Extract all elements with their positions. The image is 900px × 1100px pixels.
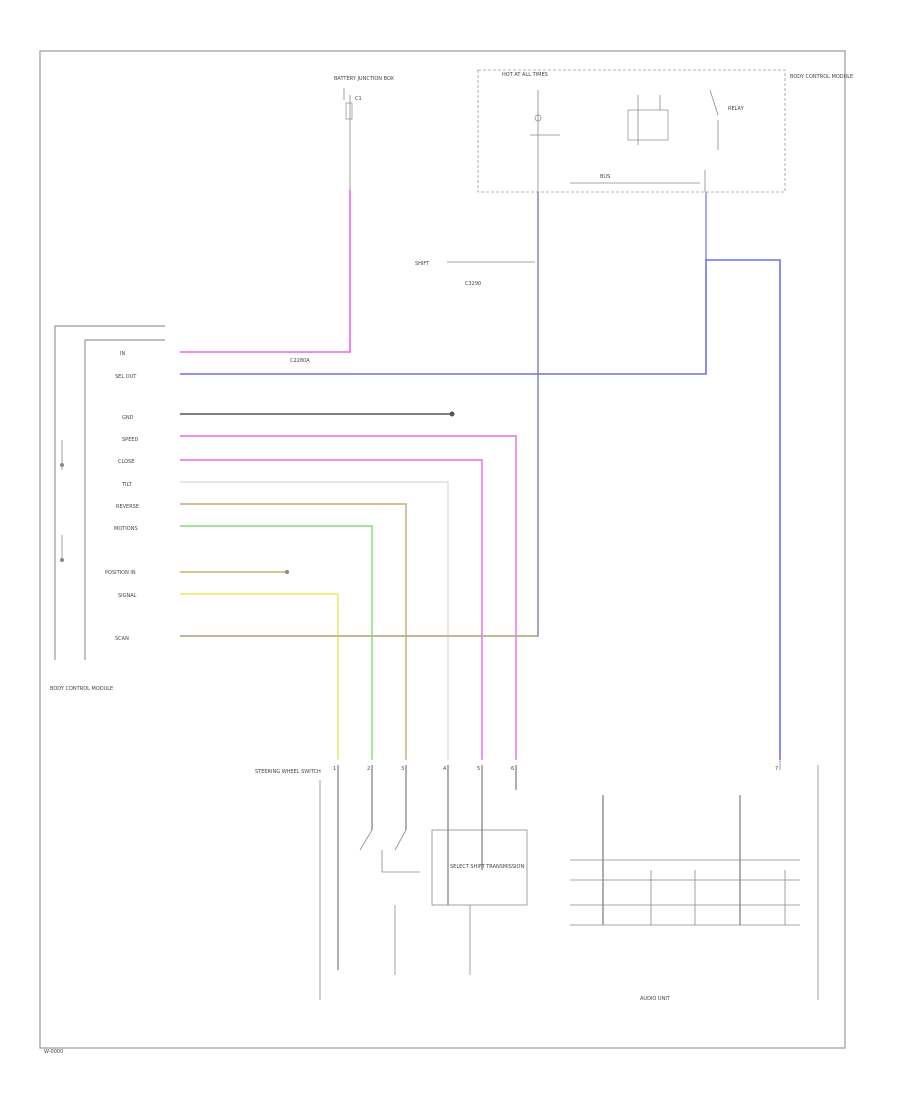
internal-bus-label: BUS xyxy=(600,174,610,180)
left-module-label: BODY CONTROL MODULE xyxy=(50,686,113,692)
svg-text:6: 6 xyxy=(511,766,514,772)
switch-icon xyxy=(60,463,64,467)
steering-switch-label: STEERING WHEEL SWITCH xyxy=(255,769,321,775)
wire-yellow-signal xyxy=(180,593,339,760)
module-a-title: HOT AT ALL TIMES xyxy=(502,72,548,78)
svg-text:2: 2 xyxy=(367,766,370,772)
left-module: BODY CONTROL MODULE xyxy=(50,325,165,692)
svg-text:SPEED: SPEED xyxy=(122,437,139,443)
wire-white-tilt xyxy=(180,481,449,760)
select-module-label: SELECT SHIFT TRANSMISSION xyxy=(450,864,524,870)
bottom-connector-pins: 1 2 3 4 5 6 7 xyxy=(333,766,778,772)
ground-icon xyxy=(60,558,64,562)
svg-text:4: 4 xyxy=(443,766,446,772)
relay-switch-icon: RELAY xyxy=(627,89,745,150)
connector-icon xyxy=(285,570,289,574)
side-note: SHIFT xyxy=(415,261,430,267)
fuse-detail-text: C1 xyxy=(355,96,362,102)
svg-text:TILT: TILT xyxy=(121,482,133,488)
svg-text:GND: GND xyxy=(122,415,134,421)
svg-text:POSITION IN: POSITION IN xyxy=(105,570,136,576)
svg-text:3: 3 xyxy=(401,766,404,772)
connector-icon xyxy=(534,114,542,122)
diagram-frame xyxy=(39,50,846,1049)
ground-icon xyxy=(449,411,455,417)
wire-pink-close xyxy=(180,459,483,760)
svg-text:SEL OUT: SEL OUT xyxy=(115,374,137,380)
side-note-2: C3290 xyxy=(465,281,481,287)
svg-text:1: 1 xyxy=(333,766,336,772)
wire-pink-feed xyxy=(180,190,351,353)
relay-label: RELAY xyxy=(728,106,745,112)
resistor-ladder xyxy=(570,795,800,926)
audio-unit-block: AUDIO UNIT xyxy=(570,760,819,1002)
svg-text:CLOSE: CLOSE xyxy=(118,459,134,465)
svg-text:MOTIONS: MOTIONS xyxy=(114,526,138,532)
fuse-icon xyxy=(345,102,353,120)
wire-green-motions xyxy=(180,525,373,760)
svg-text:SCAN: SCAN xyxy=(115,636,129,642)
svg-text:7: 7 xyxy=(775,766,778,772)
figure-label: W-0000 xyxy=(44,1049,63,1055)
left-pin-labels: IN SEL OUT GND SPEED CLOSE TILT REVERSE … xyxy=(105,351,139,642)
svg-text:SIGNAL: SIGNAL xyxy=(118,593,137,599)
wire-tan-reverse xyxy=(180,503,407,760)
wire-label: C2280A xyxy=(290,358,310,364)
steering-switch-block: STEERING WHEEL SWITCH SELECT SHIFT TRANS… xyxy=(255,765,528,1000)
top-module-box: HOT AT ALL TIMES BODY CONTROL MODULE REL… xyxy=(477,69,853,193)
module-b-label: BODY CONTROL MODULE xyxy=(790,74,853,80)
wire-blue-right xyxy=(180,259,781,760)
audio-unit-label: AUDIO UNIT xyxy=(640,996,671,1002)
wire-pink-speed xyxy=(180,435,517,760)
svg-text:IN: IN xyxy=(120,351,125,357)
svg-text:5: 5 xyxy=(477,766,480,772)
fuse-note: BATTERY JUNCTION BOX xyxy=(334,76,395,82)
svg-text:REVERSE: REVERSE xyxy=(116,504,139,510)
power-feed-fuse: BATTERY JUNCTION BOX C1 xyxy=(334,76,395,190)
